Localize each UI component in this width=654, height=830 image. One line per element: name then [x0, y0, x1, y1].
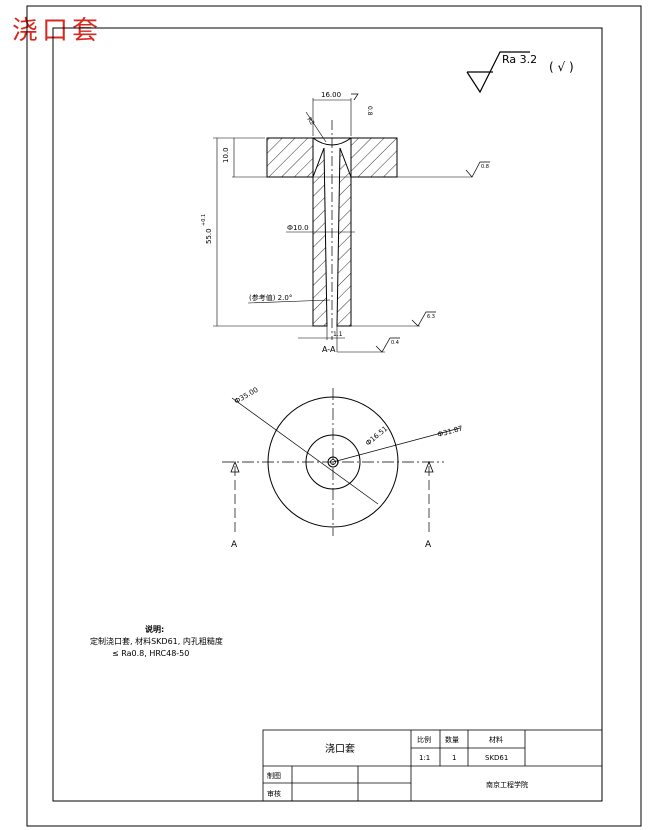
dim-bore: Ф10.0 — [287, 224, 309, 232]
tb-v-material: SKD61 — [485, 754, 508, 762]
cut-label-right: A — [425, 540, 432, 550]
tb-h-material: 材料 — [489, 735, 503, 744]
dim-top-ra: 0.8 — [366, 106, 373, 116]
notes-heading: 说明: — [145, 625, 165, 634]
tb-drawn: 制图 — [267, 771, 281, 780]
notes-line-2: ≤ Ra0.8, HRC48-50 — [112, 649, 190, 658]
outer-border — [26, 5, 642, 827]
tb-v-qty: 1 — [452, 754, 456, 762]
tb-v-scale: 1:1 — [419, 754, 430, 762]
ra-bottom: 0.4 — [391, 340, 399, 346]
ra-flange: 0.8 — [481, 164, 489, 170]
plan-view: Ф35.00 Ф31.87 Ф16.51 A A — [222, 386, 464, 550]
dim-small-dia: Ф31.87 — [436, 424, 463, 438]
dim-tip: 1.1 — [333, 331, 343, 338]
dim-length: 55.0 — [205, 228, 213, 244]
dim-flange-height: 10.0 — [222, 147, 230, 163]
flange-right — [350, 137, 398, 178]
body-right-wall — [336, 147, 352, 327]
tb-h-qty: 数量 — [445, 735, 459, 744]
title-block — [262, 729, 603, 802]
body-left-wall — [312, 147, 328, 327]
title-stamp: 浇口套 — [12, 16, 103, 46]
section-view: 16.00 0.8 R2 10.0 0.8 55.0 +0.1 Ф10.0 (参… — [201, 91, 490, 354]
dim-length-tol: +0.1 — [201, 214, 207, 226]
dim-outer-dia: Ф35.00 — [233, 386, 260, 406]
ra-side: 6.3 — [427, 314, 435, 320]
dim-top-r: R2 — [305, 116, 315, 127]
technical-notes: 说明: 定制浇口套, 材料SKD61, 内孔粗糙度 ≤ Ra0.8, HRC48… — [90, 624, 223, 660]
tb-part-name: 浇口套 — [325, 742, 355, 755]
tb-h-scale: 比例 — [417, 735, 431, 744]
tb-checked: 审核 — [267, 789, 281, 798]
dim-taper: (参考值) 2.0° — [249, 293, 292, 302]
roughness-main-text: Ra 3.2 — [502, 53, 537, 66]
tb-company: 南京工程学院 — [486, 780, 528, 789]
dim-top-width: 16.00 — [321, 91, 341, 99]
cut-label-left: A — [231, 540, 238, 550]
section-label: A-A — [322, 345, 336, 354]
dim-inner-dia: Ф16.51 — [364, 425, 389, 448]
inner-border — [52, 27, 603, 802]
notes-line-1: 定制浇口套, 材料SKD61, 内孔粗糙度 — [90, 637, 223, 646]
flange-left — [266, 137, 314, 178]
roughness-symbol-main: Ra 3.2 ( √ ) — [466, 51, 574, 94]
roughness-paren-text: ( √ ) — [549, 60, 574, 74]
